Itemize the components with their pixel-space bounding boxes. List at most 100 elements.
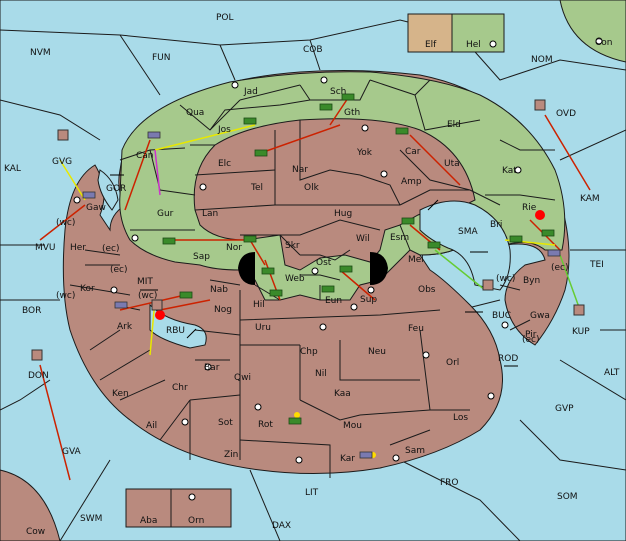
label-mit: MIT — [137, 277, 153, 287]
territory-label: Nar — [292, 165, 308, 175]
straits — [110, 174, 518, 367]
territory-label: Tel — [250, 183, 263, 193]
territory-label: Hil — [253, 300, 265, 310]
territory-label: (ec) — [110, 265, 128, 275]
label-ovd: OVD — [556, 109, 576, 119]
label-sma: SMA — [458, 227, 478, 237]
territory-label: Pir — [525, 330, 537, 340]
territory-label: Neu — [368, 347, 386, 357]
territory-label: Nil — [315, 369, 327, 379]
coast-labels: (ec) (wc) (wc) (ec) (ec) — [110, 263, 569, 345]
territory-label: Gth — [344, 108, 360, 118]
label-tei: TEI — [589, 260, 604, 270]
elf-labels: Gaw Her (ec) Kor (wc) Nab Ark Nog Hil Su… — [56, 203, 550, 526]
label-kal: KAL — [4, 164, 21, 174]
territory-label: Chr — [172, 383, 188, 393]
territory-label: Her — [70, 243, 86, 253]
label-fun: FUN — [152, 53, 171, 63]
label-som: SOM — [557, 492, 578, 502]
territory-label: Sot — [218, 418, 233, 428]
territory-label: Rie — [522, 203, 537, 213]
units — [162, 93, 555, 425]
territory-label: Ken — [112, 389, 129, 399]
territory-label: Uta — [444, 159, 460, 169]
territory-label: Sch — [330, 87, 346, 97]
order-arrows — [39, 94, 591, 481]
territory-label: Sup — [360, 295, 377, 305]
territory-label: Elc — [218, 159, 231, 169]
territory-label: Car — [405, 147, 421, 157]
territory-label: Mou — [343, 421, 362, 431]
territory-label: Los — [453, 413, 468, 423]
territory-label: Nog — [214, 305, 232, 315]
label-con: Con — [595, 38, 613, 48]
territory-label: Chp — [300, 347, 318, 357]
territory-orn[interactable] — [170, 488, 232, 528]
territory-label: Eld — [447, 120, 461, 130]
territory-label: Zin — [224, 450, 238, 460]
territory-label: Qwi — [234, 373, 251, 383]
territory-label: Qua — [186, 108, 204, 118]
legend-hel-label: Hel — [466, 40, 481, 50]
territory-label: Eun — [325, 296, 342, 306]
supply-centers — [73, 37, 603, 501]
territory-label: Kor — [80, 284, 95, 294]
fleets — [82, 131, 561, 459]
territory-label: Gur — [157, 209, 174, 219]
territory-label: Uru — [255, 323, 271, 333]
territory-label: Jad — [243, 87, 258, 97]
territory-label: Nab — [210, 285, 228, 295]
territory-label: Ost — [316, 258, 332, 268]
sea-sma[interactable] — [419, 200, 511, 291]
label-don: DON — [28, 371, 49, 381]
label-lit: LIT — [305, 488, 319, 498]
sea-gor[interactable] — [97, 169, 119, 211]
territory-label: Feu — [408, 324, 424, 334]
label-nom: NOM — [531, 55, 553, 65]
dislodged-markers — [155, 210, 545, 320]
territory-label: (ec) — [102, 244, 120, 254]
territory-label: Wil — [356, 234, 370, 244]
label-alt: ALT — [604, 368, 620, 378]
territory-label: Skr — [285, 241, 300, 251]
territory-label: Bri — [490, 220, 502, 230]
territory-label: (wc) — [496, 274, 515, 284]
retreat-markers — [31, 99, 585, 361]
tunnel-west — [238, 252, 255, 285]
label-kup: KUP — [572, 327, 590, 337]
label-rbu: RBU — [166, 326, 185, 336]
territory-label: (wc) — [56, 291, 75, 301]
label-cob: COB — [303, 45, 323, 55]
territory-label: Kar — [340, 454, 355, 464]
hel-labels: Jad Sch Qua Jos Gth Eld Can Elc Nar Yok … — [136, 87, 537, 306]
label-mvu: MVU — [35, 243, 56, 253]
territory-label: Nor — [226, 243, 242, 253]
territory-label: Orl — [446, 358, 459, 368]
label-rod: ROD — [498, 354, 518, 364]
label-wc1: (wc) — [56, 218, 75, 228]
label-gvp: GVP — [555, 404, 574, 414]
label-dax: DAX — [272, 521, 291, 531]
label-gvg: GVG — [52, 157, 72, 167]
territory-label: Hug — [334, 209, 352, 219]
territory-label: Lan — [202, 209, 218, 219]
territory-label: Kaa — [334, 389, 351, 399]
label-kam: KAM — [580, 194, 600, 204]
territory-label: Amp — [401, 177, 422, 187]
territory-label: Orn — [188, 516, 204, 526]
territory-label: (wc) — [138, 291, 157, 301]
territory-label: Yok — [356, 148, 373, 158]
territory-label: Bar — [204, 363, 220, 373]
territory-label: Gaw — [86, 203, 106, 213]
legend-elf-label: Elf — [425, 40, 437, 50]
territory-label: (ec) — [551, 263, 569, 273]
territory-label: Gwa — [530, 311, 550, 321]
tunnel-east — [370, 252, 388, 285]
legend-elf-swatch — [407, 13, 453, 53]
territory-label: Esm — [390, 233, 409, 243]
label-bor: BOR — [22, 306, 41, 316]
label-gva: GVA — [62, 447, 82, 457]
territory-label: Ark — [117, 322, 133, 332]
